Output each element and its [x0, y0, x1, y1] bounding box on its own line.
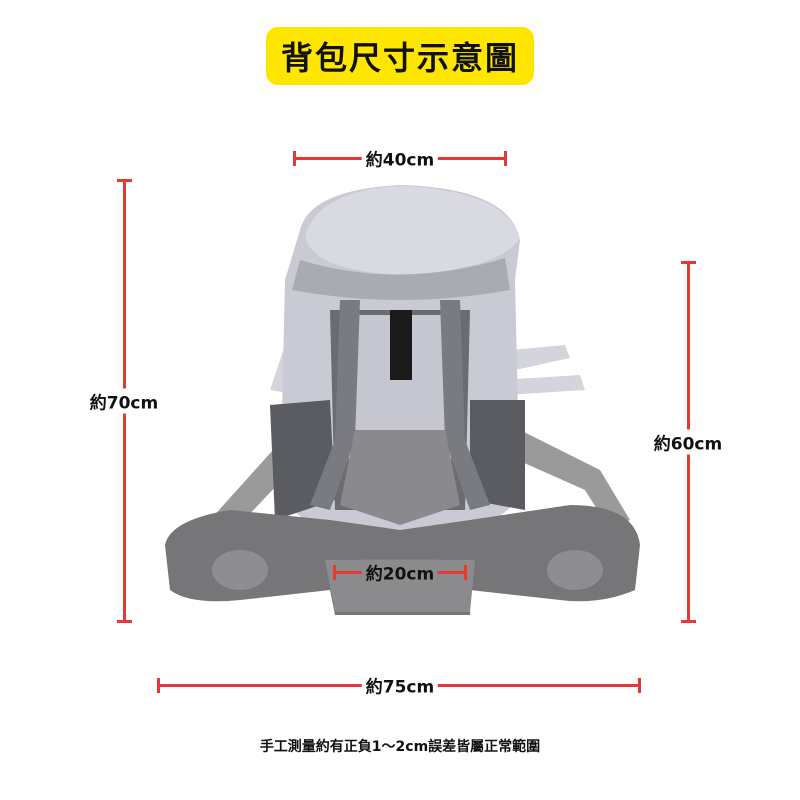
total-width-label: 約75cm: [361, 672, 439, 698]
top-width-cap-right: [504, 151, 507, 166]
measurement-note: 手工測量約有正負1～2cm誤差皆屬正常範圍: [259, 739, 541, 755]
back-width-cap-right: [464, 565, 467, 580]
total-width-cap-right: [638, 678, 641, 693]
total-width-cap-left: [157, 678, 160, 693]
body-height-label: 約60cm: [649, 429, 727, 455]
total-height-cap-top: [117, 179, 132, 182]
back-width-label: 約20cm: [361, 559, 439, 585]
top-width-label: 約40cm: [361, 145, 439, 171]
body-height-cap-top: [681, 261, 696, 264]
total-height-cap-bottom: [117, 620, 132, 623]
diagram-title: 背包尺寸示意圖: [266, 27, 534, 85]
total-height-label: 約70cm: [85, 388, 163, 414]
top-width-cap-left: [293, 151, 296, 166]
body-height-cap-bottom: [681, 620, 696, 623]
back-width-cap-left: [333, 565, 336, 580]
